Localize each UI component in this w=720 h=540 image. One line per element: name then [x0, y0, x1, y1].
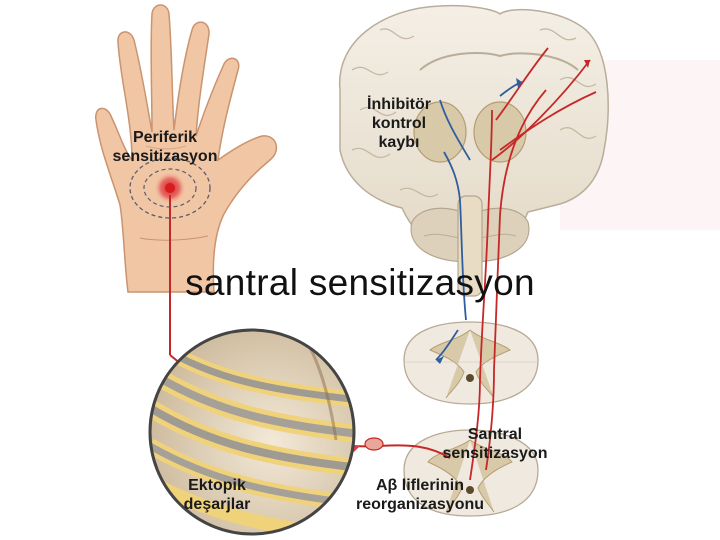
label-line: kontrol: [354, 114, 444, 133]
spinal-cord-upper: [404, 322, 538, 404]
label-abeta-reorganization: Aβ liflerinin reorganizasyonu: [340, 476, 500, 514]
label-line: deşarjlar: [162, 495, 272, 514]
label-line: Aβ liflerinin: [340, 476, 500, 495]
label-line: Santral: [430, 425, 560, 444]
label-line: reorganizasyonu: [340, 495, 500, 514]
page-title: santral sensitizasyon: [140, 262, 580, 304]
label-line: sensitizasyon: [430, 444, 560, 463]
label-central-sensitization: Santral sensitizasyon: [430, 425, 560, 463]
label-line: İnhibitör: [354, 95, 444, 114]
label-inhibitory-control-loss: İnhibitör kontrol kaybı: [354, 95, 444, 152]
label-line: Ektopik: [162, 476, 272, 495]
label-line: kaybı: [354, 133, 444, 152]
label-peripheral-sensitization: Periferik sensitizasyon: [100, 128, 230, 166]
label-ectopic-discharges: Ektopik deşarjlar: [162, 476, 272, 514]
label-line: sensitizasyon: [100, 147, 230, 166]
label-line: Periferik: [100, 128, 230, 147]
